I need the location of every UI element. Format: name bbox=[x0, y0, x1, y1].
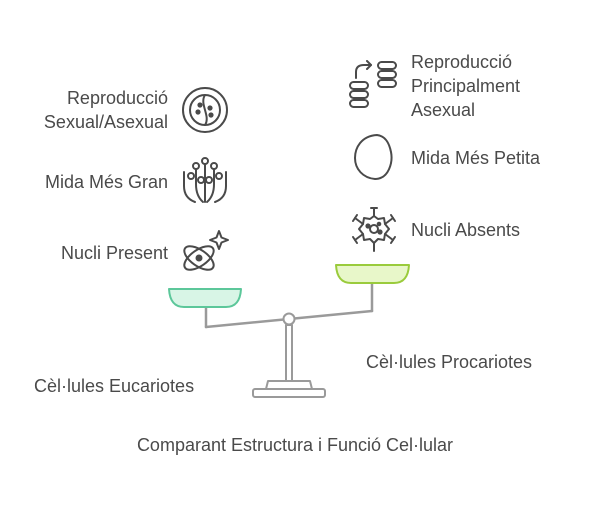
scale-base bbox=[252, 388, 326, 398]
database-replicate-icon bbox=[347, 60, 399, 112]
small-cell-icon bbox=[353, 132, 395, 182]
cell-division-icon bbox=[181, 86, 229, 134]
eukaryote-size-label: Mida Més Gran bbox=[20, 170, 168, 194]
virus-icon bbox=[349, 204, 399, 254]
label-line: Reproducció bbox=[66, 88, 168, 108]
label-line: Nucli Present bbox=[60, 243, 168, 263]
label-line: Mida Més Gran bbox=[44, 172, 168, 192]
prokaryote-nucleus-label: Nucli Absents bbox=[411, 218, 520, 242]
label-line: Nucli Absents bbox=[411, 220, 521, 240]
eukaryote-pan bbox=[168, 288, 242, 308]
prokaryote-reproduction-label: Reproducció Principalment Asexual bbox=[411, 50, 520, 122]
prokaryote-pan bbox=[335, 264, 410, 284]
atom-sparkle-icon bbox=[179, 228, 231, 278]
label-line: Principalment bbox=[411, 76, 521, 96]
eukaryote-group-title: Cèl·lules Eucariotes bbox=[34, 376, 195, 396]
scale-base-top bbox=[265, 380, 313, 390]
label-line: Sexual/Asexual bbox=[43, 112, 168, 132]
branching-structure-icon bbox=[181, 156, 229, 206]
label-line: Asexual bbox=[411, 100, 476, 120]
prokaryote-group-title: Cèl·lules Procariotes bbox=[366, 352, 533, 372]
eukaryote-reproduction-label: Reproducció Sexual/Asexual bbox=[20, 86, 168, 134]
diagram-caption: Comparant Estructura i Funció Cel·lular bbox=[136, 435, 454, 455]
eukaryote-nucleus-label: Nucli Present bbox=[20, 241, 168, 265]
prokaryote-size-label: Mida Més Petita bbox=[411, 146, 540, 170]
scale-pillar bbox=[285, 324, 293, 382]
scale-pivot bbox=[282, 312, 296, 326]
label-line: Mida Més Petita bbox=[411, 148, 541, 168]
label-line: Reproducció bbox=[411, 52, 513, 72]
